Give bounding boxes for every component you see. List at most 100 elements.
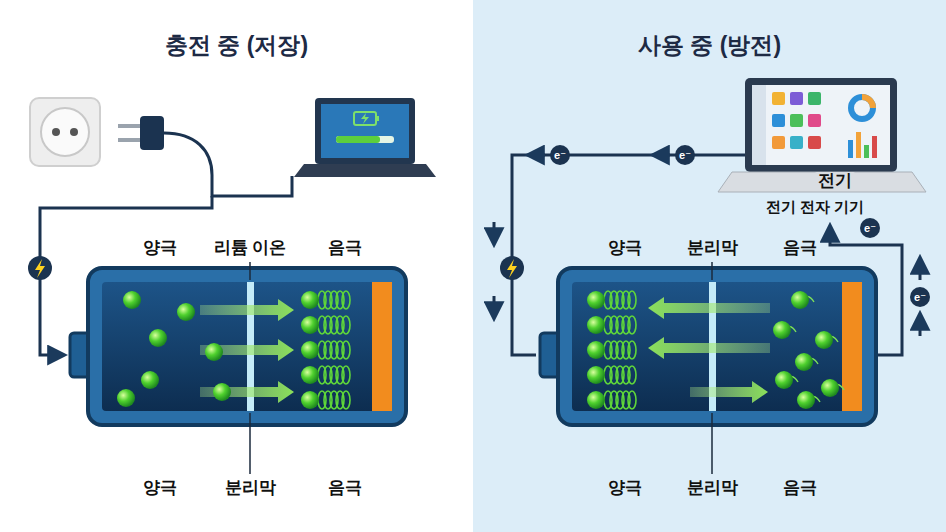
illustration-part bbox=[587, 291, 844, 409]
lithium-ion bbox=[301, 366, 319, 384]
illustration-part bbox=[117, 291, 350, 409]
ion-flow-arrow bbox=[200, 339, 294, 361]
laptop-display bbox=[321, 104, 409, 158]
coil-loop bbox=[342, 291, 350, 309]
part-label: 전기 전자 기기 bbox=[766, 199, 864, 216]
ion-flow-arrow bbox=[200, 381, 294, 403]
lithium-ion bbox=[821, 379, 839, 397]
battery-cell bbox=[102, 282, 392, 411]
battery-case bbox=[88, 268, 406, 425]
lightning-bolt bbox=[35, 259, 45, 278]
part-label: 리튬 이온 bbox=[214, 239, 287, 258]
lithium-ion bbox=[301, 391, 319, 409]
part-label: 분리막 bbox=[687, 239, 738, 258]
electron-label: e⁻ bbox=[679, 149, 691, 161]
lightning-badge bbox=[28, 256, 52, 280]
app-icon bbox=[808, 114, 821, 127]
pie-chart bbox=[851, 97, 873, 119]
lithium-ion bbox=[587, 366, 605, 384]
plug-prong bbox=[118, 138, 140, 142]
ion-flow-arrow bbox=[690, 381, 768, 403]
bar bbox=[864, 145, 869, 158]
panel-title: 사용 중 (방전) bbox=[473, 30, 946, 61]
electron-label: e⁻ bbox=[914, 291, 926, 303]
lithium-ion bbox=[587, 316, 605, 334]
lithium-ion bbox=[301, 316, 319, 334]
lithium-ion bbox=[587, 391, 605, 409]
panel: 충전 중 (저장) bbox=[0, 0, 473, 61]
coil-loop bbox=[628, 316, 636, 334]
illustration-part bbox=[772, 92, 821, 149]
lithium-ion bbox=[587, 291, 605, 309]
part-label: 양극 bbox=[143, 239, 177, 258]
app-icon bbox=[808, 136, 821, 149]
app-icon bbox=[790, 114, 803, 127]
part-label: 음극 bbox=[783, 239, 817, 258]
app-icon bbox=[772, 92, 785, 105]
lithium-ion bbox=[123, 291, 141, 309]
power-cable bbox=[164, 133, 292, 196]
part-label: 분리막 bbox=[225, 479, 276, 498]
lithium-ion bbox=[205, 343, 223, 361]
lithium-ion bbox=[149, 329, 167, 347]
lightning-bolt bbox=[507, 259, 517, 278]
anode-plate bbox=[372, 282, 392, 411]
app-icon bbox=[808, 92, 821, 105]
lithium-ion bbox=[775, 371, 793, 389]
flow-arrow bbox=[919, 258, 922, 280]
coil-loop bbox=[628, 366, 636, 384]
coil-loop bbox=[342, 391, 350, 409]
part-label: 양극 bbox=[143, 479, 177, 498]
lithium-ion bbox=[117, 389, 135, 407]
electron-badge bbox=[860, 218, 880, 238]
ion-flow-arrow bbox=[200, 299, 294, 321]
progress-track bbox=[336, 136, 394, 143]
flow-arrow bbox=[919, 314, 922, 336]
lithium-ion bbox=[177, 303, 195, 321]
lithium-ion bbox=[141, 371, 159, 389]
ion-flow-arrow bbox=[648, 297, 770, 319]
socket-hole bbox=[52, 128, 60, 136]
lithium-ion bbox=[797, 391, 815, 409]
electron-badge bbox=[910, 287, 930, 307]
part-label: 분리막 bbox=[687, 479, 738, 498]
coil-loop bbox=[628, 291, 636, 309]
flow-arrow bbox=[493, 296, 496, 318]
flow-arrow bbox=[493, 222, 496, 244]
battery-icon bbox=[354, 112, 376, 125]
app-icon bbox=[790, 136, 803, 149]
battery-cell bbox=[572, 282, 862, 411]
part-label: 음극 bbox=[328, 239, 362, 258]
battery-case bbox=[558, 268, 876, 425]
laptop-keyboard bbox=[718, 172, 926, 192]
bar bbox=[872, 136, 877, 158]
socket-hole bbox=[70, 128, 78, 136]
laptop-screen bbox=[745, 78, 897, 172]
plug-body bbox=[140, 116, 164, 150]
lithium-ion bbox=[773, 321, 791, 339]
laptop-display bbox=[752, 85, 890, 165]
leader-line bbox=[249, 262, 251, 280]
plug-prong bbox=[118, 124, 140, 128]
coil-loop bbox=[342, 341, 350, 359]
progress-fill bbox=[336, 136, 380, 143]
lithium-ion bbox=[791, 291, 809, 309]
part-label: 전기 bbox=[815, 172, 855, 191]
electron-badge bbox=[550, 145, 570, 165]
part-label: 음극 bbox=[783, 479, 817, 498]
pie-slice bbox=[862, 97, 873, 108]
panel-title: 충전 중 (저장) bbox=[0, 30, 473, 61]
panel-ground bbox=[473, 0, 946, 532]
flow-arrow bbox=[528, 154, 545, 157]
electron-label: e⁻ bbox=[554, 149, 566, 161]
lithium-ion bbox=[301, 341, 319, 359]
part-label: 양극 bbox=[608, 479, 642, 498]
lithium-ion bbox=[815, 331, 833, 349]
socket bbox=[41, 108, 89, 156]
lithium-ion bbox=[301, 291, 319, 309]
battery-icon-bolt bbox=[361, 113, 369, 124]
wall-outlet bbox=[30, 98, 100, 166]
app-icon bbox=[772, 136, 785, 149]
laptop-base bbox=[294, 164, 436, 177]
app-icon bbox=[790, 92, 803, 105]
